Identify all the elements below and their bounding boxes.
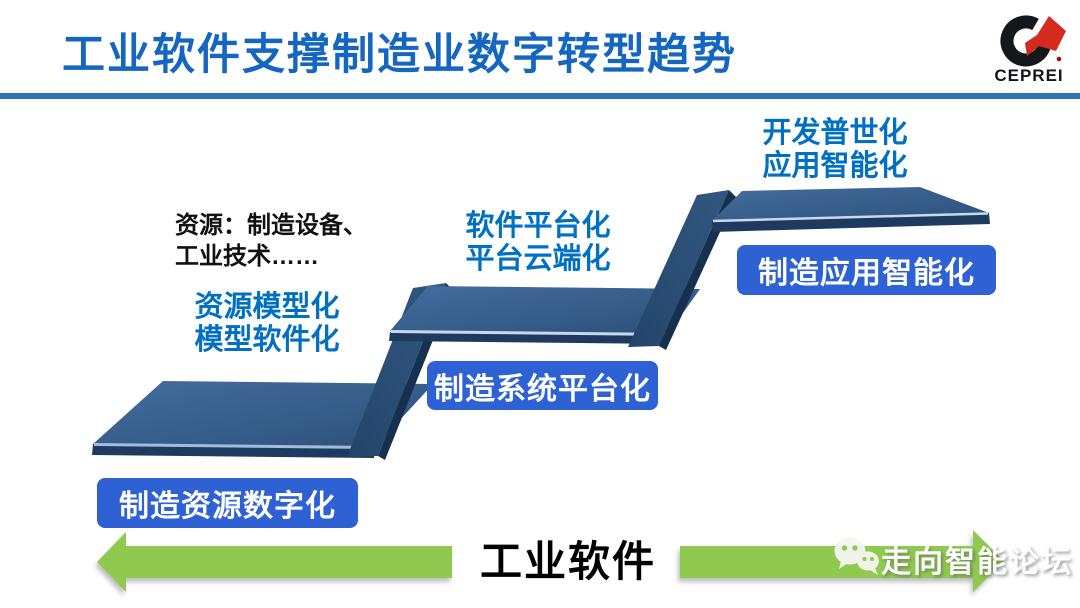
slide-title: 工业软件支撑制造业数字转型趋势: [62, 31, 737, 79]
step2-caption-line2: 平台云端化: [465, 243, 611, 275]
step3-highlight: [712, 212, 989, 223]
axis-label: 工业软件: [479, 538, 656, 585]
cepri-logo-icon: [1000, 15, 1066, 67]
resource-note: 资源：制造设备、 工业技术……: [175, 210, 367, 272]
step1-caption-line2: 模型软件化: [194, 324, 340, 356]
step1-label-pill: 制造资源数字化: [97, 478, 358, 528]
step3-top-face: [712, 187, 989, 221]
wechat-bubble-small-tail: [870, 568, 878, 575]
step3-front-edge: [712, 213, 990, 232]
title-underline: [0, 93, 1080, 99]
step2-top-face: [390, 286, 700, 334]
step1-caption: 资源模型化 模型软件化: [157, 291, 377, 357]
wechat-eye: [870, 557, 874, 561]
step1-top-face: [93, 381, 433, 447]
step3-caption-line2: 应用智能化: [762, 150, 908, 182]
wechat-eye: [841, 545, 848, 551]
wechat-eye: [862, 557, 867, 561]
riser2-face: [628, 190, 729, 347]
step1-caption-line1: 资源模型化: [194, 291, 340, 323]
step3-caption-line1: 开发普世化: [762, 117, 908, 149]
logo-red-arrow-icon: [1025, 16, 1066, 56]
wechat-bubble-small: [857, 551, 879, 571]
step3-label-pill: 制造应用智能化: [737, 245, 996, 295]
logo-wordmark: CEPREI: [994, 66, 1064, 85]
step2-caption-line1: 软件平台化: [465, 210, 611, 242]
step2-highlight: [390, 330, 668, 336]
step3-caption: 开发普世化 应用智能化: [724, 117, 946, 183]
left-arrow: [97, 532, 452, 592]
logo-c-ring: [1000, 15, 1052, 67]
wechat-bubble-large-tail: [839, 561, 848, 569]
step2-label-pill: 制造系统平台化: [427, 361, 658, 410]
resource-note-line1: 资源：制造设备、: [175, 212, 367, 239]
logo-registered-dot: [1056, 56, 1062, 62]
step2-caption: 软件平台化 平台云端化: [427, 210, 649, 276]
watermark-text: 走向智能论坛: [881, 546, 1073, 579]
wechat-icon: [834, 537, 879, 575]
wechat-eye: [852, 545, 858, 551]
resource-note-line2: 工业技术……: [175, 243, 319, 270]
step1-highlight: [93, 443, 375, 449]
